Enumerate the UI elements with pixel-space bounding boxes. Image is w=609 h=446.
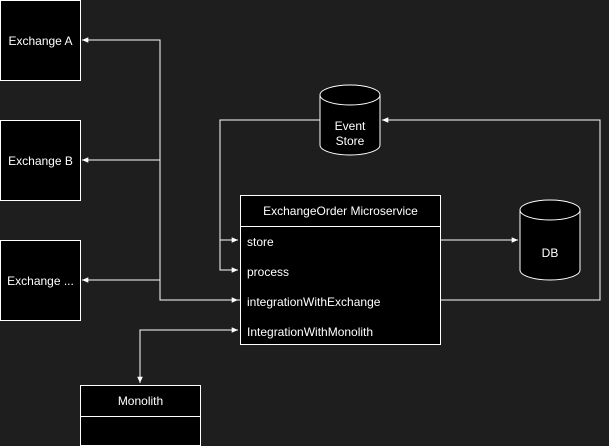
connector-integration-to-exchange-a	[82, 37, 240, 301]
exchange-a-label: Exchange A	[8, 33, 73, 48]
event-store-cylinder	[319, 84, 381, 156]
connector-event-store-to-process	[219, 240, 238, 273]
microservice-title: ExchangeOrder Microservice	[241, 196, 440, 227]
exchange-order-microservice[interactable]: ExchangeOrder Microservice store process…	[240, 195, 441, 345]
event-store-label-line2: Store	[335, 134, 365, 148]
db-label: DB	[541, 246, 559, 260]
event-store-label-line1: Event	[334, 119, 366, 133]
exchange-n-label: Exchange ...	[7, 273, 74, 288]
monolith-title: Monolith	[81, 386, 200, 417]
monolith-node[interactable]: Monolith	[80, 385, 201, 446]
microservice-row-integration-exchange[interactable]: integrationWithExchange	[247, 295, 381, 309]
connector-monolith-integration	[137, 327, 238, 383]
exchange-n-node[interactable]: Exchange ...	[0, 240, 81, 321]
db-cylinder	[519, 199, 581, 281]
connector-bus-to-integration	[159, 290, 238, 303]
microservice-row-process[interactable]: process	[247, 265, 290, 279]
event-store-label: Event Store	[320, 119, 380, 149]
exchange-a-node[interactable]: Exchange A	[0, 0, 81, 81]
connector-integration-to-event-store	[382, 117, 601, 301]
connector-event-store-to-store	[219, 119, 320, 243]
exchange-b-node[interactable]: Exchange B	[0, 120, 81, 201]
microservice-row-store[interactable]: store	[247, 235, 274, 249]
exchange-b-label: Exchange B	[8, 153, 73, 168]
microservice-row-integration-monolith[interactable]: IntegrationWithMonolith	[247, 325, 374, 339]
